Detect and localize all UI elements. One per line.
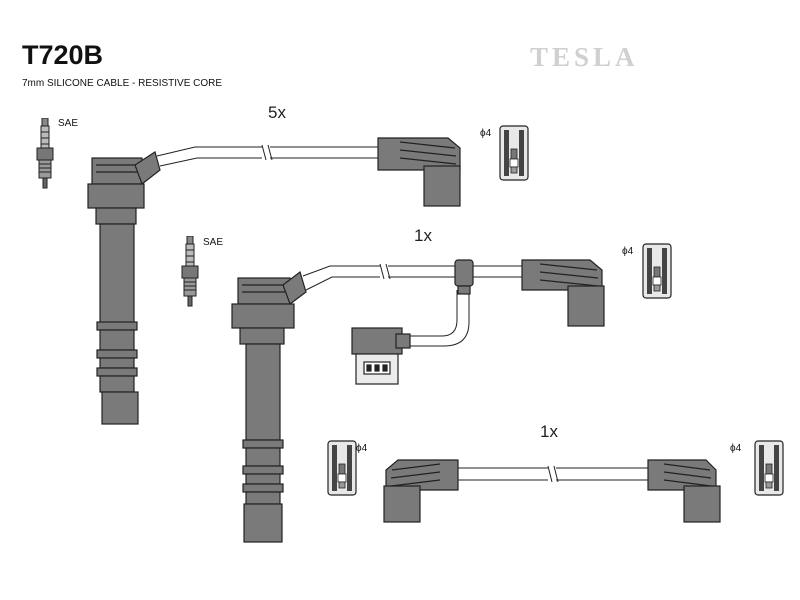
spark-plug-2	[181, 236, 199, 307]
lead-2-plug-boot	[521, 259, 605, 327]
lead-2-quantity: 1x	[414, 226, 432, 245]
lead-1-plug-boot	[377, 137, 461, 207]
lead-1-coil-boot	[87, 151, 161, 425]
spark-plug-1	[36, 118, 54, 189]
lead-2-coil-boot	[231, 270, 307, 543]
terminal-2	[642, 243, 672, 299]
lead-1-cable	[156, 144, 378, 167]
lead-3-left-boot	[383, 459, 459, 523]
part-number: T720B	[22, 40, 104, 70]
terminal-3	[327, 440, 357, 496]
lead-3-right-boot	[647, 459, 721, 523]
terminal-size-label-4: ϕ4	[730, 443, 742, 454]
spark-plug-label-1: SAE	[58, 118, 79, 129]
lead-3-cable	[458, 465, 648, 483]
terminal-size-label-2: ϕ4	[622, 246, 634, 257]
terminal-4	[754, 440, 784, 496]
lead-2-sensor-connector	[351, 327, 411, 385]
cable-description: 7mm SILICONE CABLE - RESISTIVE CORE	[22, 78, 223, 89]
lead-2-suppressor	[454, 259, 474, 295]
spark-plug-label-2: SAE	[203, 237, 224, 248]
lead-3-quantity: 1x	[540, 422, 558, 441]
terminal-1	[499, 125, 529, 181]
lead-2-cable	[302, 263, 522, 347]
terminal-size-label-3: ϕ4	[356, 443, 368, 454]
terminal-size-label-1: ϕ4	[480, 128, 492, 139]
brand-logo: TESLA	[530, 42, 639, 72]
lead-1-quantity: 5x	[268, 103, 286, 122]
